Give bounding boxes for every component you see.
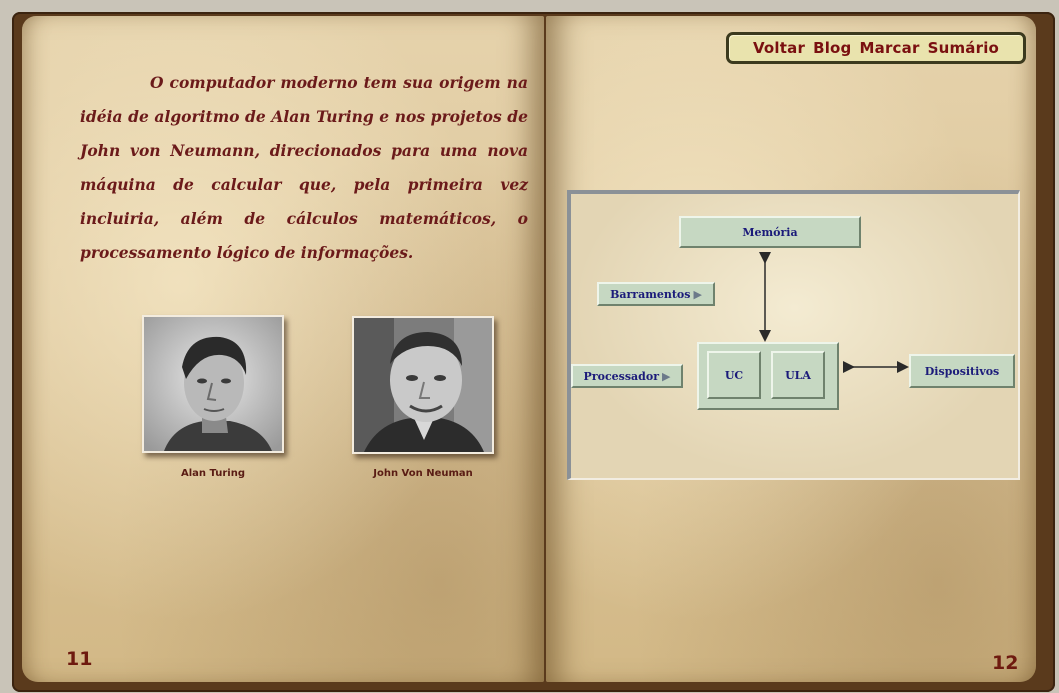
architecture-diagram: Memória Barramentos ▶ Processador ▶ UC U…	[567, 190, 1020, 480]
processador-label: Processador	[583, 369, 659, 383]
dispositivos-box[interactable]: Dispositivos	[909, 354, 1015, 388]
marcar-link[interactable]: Marcar	[859, 39, 920, 57]
intro-paragraph: O computador moderno tem sua origem na i…	[80, 73, 528, 262]
dispositivos-label: Dispositivos	[924, 364, 1000, 378]
sumario-link[interactable]: Sumário	[927, 39, 1000, 57]
play-arrow-icon: ▶	[693, 287, 702, 301]
alan-turing-portrait	[142, 315, 284, 453]
portrait-caption-von-neumann: John Von Neuman	[373, 468, 473, 479]
uc-box[interactable]: UC	[707, 351, 761, 399]
book: O computador moderno tem sua origem na i…	[12, 12, 1055, 692]
processador-button[interactable]: Processador ▶	[571, 364, 683, 388]
play-arrow-icon: ▶	[661, 369, 671, 383]
page-number-left: 11	[66, 648, 93, 670]
ula-label: ULA	[785, 368, 811, 382]
portrait-caption-turing: Alan Turing	[181, 468, 245, 479]
uc-label: UC	[724, 368, 744, 382]
memoria-label: Memória	[742, 225, 798, 239]
ula-box[interactable]: ULA	[771, 351, 825, 399]
cpu-group: UC ULA	[697, 342, 839, 410]
barramentos-button[interactable]: Barramentos ▶	[597, 282, 715, 306]
blog-link[interactable]: Blog	[813, 39, 852, 57]
diagram-connectors	[759, 252, 909, 373]
memoria-box[interactable]: Memória	[679, 216, 861, 248]
john-von-neumann-portrait	[352, 316, 494, 454]
page-number-right: 12	[992, 652, 1019, 674]
barramentos-label: Barramentos	[610, 287, 691, 301]
top-navigation: Voltar Blog Marcar Sumário	[726, 32, 1026, 64]
right-page: Voltar Blog Marcar Sumário Memória Barra	[546, 16, 1036, 682]
voltar-link[interactable]: Voltar	[752, 39, 806, 57]
left-page: O computador moderno tem sua origem na i…	[22, 16, 544, 682]
